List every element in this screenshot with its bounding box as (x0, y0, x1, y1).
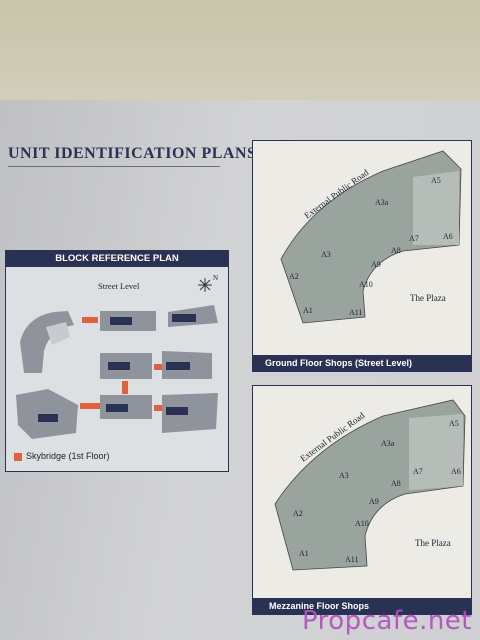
curved-block (20, 311, 74, 373)
skybridge-5 (122, 381, 128, 394)
block-reference-heading: BLOCK REFERENCE PLAN (6, 251, 228, 267)
ground-floor-plan: External Public Road The Plaza A1 A2 A3 … (280, 150, 462, 324)
block-reference-map: Street Level N (16, 274, 218, 439)
mezzanine-caption-bar (253, 598, 471, 614)
block-low-right-logo (166, 407, 188, 415)
mezzanine-unit-a11: A11 (345, 555, 358, 564)
skybridge-2 (154, 364, 162, 370)
ground-unit-a6: A6 (443, 232, 453, 241)
mezzanine-unit-a5: A5 (449, 419, 459, 428)
block-mid-middle-logo (108, 362, 130, 370)
title-divider (8, 166, 220, 167)
skybridge-legend-swatch (14, 453, 22, 461)
ground-unit-a8: A8 (391, 246, 401, 255)
ground-floor-caption: Ground Floor Shops (Street Level) (265, 358, 413, 368)
block-left-logo (38, 414, 58, 422)
block-mid-right-logo (166, 362, 190, 370)
ground-unit-a2: A2 (289, 272, 299, 281)
ground-unit-a5: A5 (431, 176, 441, 185)
mezzanine-unit-a2: A2 (293, 509, 303, 518)
mezzanine-unit-a9: A9 (369, 497, 379, 506)
block-reference-panel: BLOCK REFERENCE PLAN Street Level N (5, 250, 229, 472)
mezzanine-unit-a8: A8 (391, 479, 401, 488)
mezzanine-unit-a1: A1 (299, 549, 309, 558)
north-arrow-icon (198, 278, 212, 292)
street-level-label: Street Level (98, 281, 140, 291)
mezzanine-unit-a3: A3 (339, 471, 349, 480)
block-low-middle-logo (106, 404, 128, 412)
ground-floor-caption-bar (253, 355, 471, 371)
ground-unit-a3: A3 (321, 250, 331, 259)
ground-unit-a3a: A3a (375, 198, 389, 207)
skybridge-3 (154, 405, 162, 411)
ground-unit-a9: A9 (371, 260, 381, 269)
page-title: UNIT IDENTIFICATION PLANS (8, 145, 257, 162)
ground-unit-a1: A1 (303, 306, 313, 315)
mezzanine-floor-panel: External Public Road The Plaza A1 A2 A3 … (252, 385, 472, 615)
ground-unit-a10: A10 (359, 280, 373, 289)
curved-block-inner (46, 322, 70, 345)
skybridge-4 (80, 403, 100, 409)
site-watermark: Propcafe.net (301, 606, 472, 636)
skybridge-1 (82, 317, 98, 323)
mezzanine-unit-a6: A6 (451, 467, 461, 476)
skybridge-legend-label: Skybridge (1st Floor) (26, 451, 110, 461)
ground-plaza-label: The Plaza (410, 293, 446, 303)
block-low-right (162, 393, 218, 433)
mezzanine-floor-core (409, 414, 463, 490)
ground-unit-a11: A11 (349, 308, 362, 317)
north-label: N (213, 274, 218, 282)
block-top-right-logo (172, 314, 196, 322)
mezzanine-caption: Mezzanine Floor Shops (269, 601, 370, 611)
mezzanine-unit-a3a: A3a (381, 439, 395, 448)
mezzanine-unit-a7: A7 (413, 467, 423, 476)
ground-floor-panel: External Public Road The Plaza A1 A2 A3 … (252, 140, 472, 372)
ground-unit-a7: A7 (409, 234, 419, 243)
mezzanine-unit-a10: A10 (355, 519, 369, 528)
mezzanine-floor-plan: External Public Road The Plaza A1 A2 A3 … (274, 399, 466, 571)
mezzanine-plaza-label: The Plaza (415, 538, 451, 548)
block-top-middle-logo (110, 317, 132, 325)
ground-floor-core (413, 171, 459, 245)
